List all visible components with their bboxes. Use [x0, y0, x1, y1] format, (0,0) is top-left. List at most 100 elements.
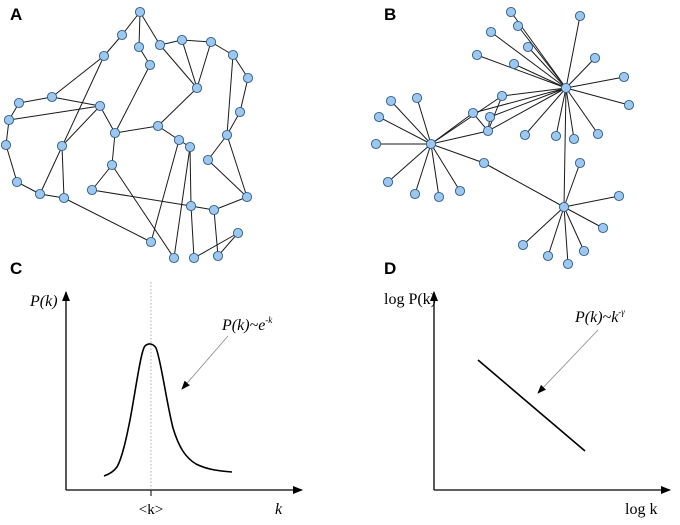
netA-edge: [99, 105, 116, 134]
netB-node: [592, 128, 604, 140]
d-x-axis-label: log k: [625, 501, 657, 518]
netB-edge: [430, 143, 485, 164]
netB-node: [409, 188, 421, 200]
d-y-axis-label-text: log P(k): [384, 291, 436, 308]
netB-node: [550, 130, 562, 142]
netB-node: [433, 191, 445, 203]
netB-node: [542, 250, 554, 262]
netB-node: [562, 258, 574, 270]
netA-node: [234, 106, 246, 118]
netA-node: [3, 114, 15, 126]
netB-edge: [490, 31, 567, 89]
netB-node: [425, 138, 437, 150]
netB-node: [385, 95, 397, 107]
netB-edge: [563, 87, 567, 208]
c-mean-k-label: <k>: [139, 502, 163, 518]
netA-edge: [213, 196, 248, 211]
netA-edge: [207, 134, 228, 161]
netA-edge: [150, 139, 180, 243]
netA-edge: [196, 41, 212, 89]
netA-edge: [207, 159, 248, 198]
netB-node: [454, 185, 466, 197]
netB-edge: [527, 46, 567, 89]
netB-node: [496, 90, 508, 102]
netA-node: [154, 39, 166, 51]
netB-node: [373, 111, 385, 123]
netA-edge: [226, 54, 234, 136]
netB-node: [558, 201, 570, 213]
netB-edge: [565, 76, 625, 89]
netB-edge: [430, 130, 489, 145]
netB-edge: [563, 162, 581, 208]
c-poisson-curve: [103, 343, 233, 477]
netB-node: [482, 125, 494, 137]
netA-node: [133, 41, 145, 53]
netA-edge: [8, 105, 101, 121]
netB-node: [370, 138, 382, 150]
netB-node: [568, 133, 580, 145]
netA-edge: [63, 197, 152, 243]
netA-edge: [91, 164, 113, 191]
netA-node: [191, 82, 203, 94]
netA-node: [94, 100, 106, 112]
netA-node: [232, 227, 244, 239]
netA-node: [109, 127, 121, 139]
netB-node: [478, 157, 490, 169]
c-formula-base: P(k)~e: [221, 317, 265, 334]
netB-node: [574, 10, 586, 22]
netB-edge: [501, 87, 567, 97]
netA-node: [221, 129, 233, 141]
netA-edge: [181, 39, 198, 89]
c-formula: P(k)~e-k: [221, 315, 273, 334]
netA-node: [144, 59, 156, 71]
netA-node: [106, 159, 118, 171]
netA-edge: [159, 44, 198, 89]
netA-edge: [51, 55, 105, 98]
netA-node: [56, 140, 68, 152]
netA-node: [185, 200, 197, 212]
random-network-nodes: [0, 6, 254, 264]
netB-edge: [430, 95, 503, 145]
netA-edge: [61, 105, 101, 147]
netB-node: [613, 190, 625, 202]
d-power-law-line: [477, 359, 586, 452]
netB-node: [467, 107, 479, 119]
netB-node: [519, 129, 531, 141]
scale-free-network-nodes: [370, 6, 635, 270]
c-formula-pointer-arrow: [181, 335, 229, 390]
netB-node: [484, 111, 496, 123]
netA-node: [168, 252, 180, 264]
netB-edge: [416, 97, 432, 145]
netA-edge: [61, 145, 65, 199]
netB-node: [508, 58, 520, 70]
netB-edge: [565, 87, 599, 135]
netB-node: [597, 222, 609, 234]
netA-edge: [239, 77, 249, 113]
netB-node: [471, 49, 483, 61]
panel-label-a: A: [10, 5, 22, 24]
netB-node: [382, 176, 394, 188]
scale-free-network-edges: [376, 11, 630, 265]
netB-edge: [387, 143, 432, 183]
panel-d-loglog-plot: log P(k) log k P(k)~k-γ: [384, 291, 671, 518]
netB-edge: [487, 87, 567, 132]
netA-edge: [51, 96, 101, 107]
netB-edge: [563, 206, 604, 229]
d-formula-base: P(k)~k: [574, 309, 619, 326]
netB-node: [623, 99, 635, 111]
netB-edge: [414, 143, 432, 195]
c-x-axis-label: k: [275, 501, 283, 518]
netA-node: [86, 184, 98, 196]
netB-edge: [565, 87, 575, 140]
netB-edge: [476, 54, 567, 89]
netB-edge: [483, 162, 565, 208]
netB-edge: [430, 143, 440, 198]
netA-edge: [189, 146, 192, 207]
netA-node: [134, 6, 146, 18]
netA-node: [242, 72, 254, 84]
panel-label-c: C: [10, 259, 22, 278]
netA-edge: [213, 209, 219, 257]
netB-edge: [472, 87, 567, 114]
d-formula-exponent: -γ: [618, 307, 625, 317]
netA-node: [184, 141, 196, 153]
